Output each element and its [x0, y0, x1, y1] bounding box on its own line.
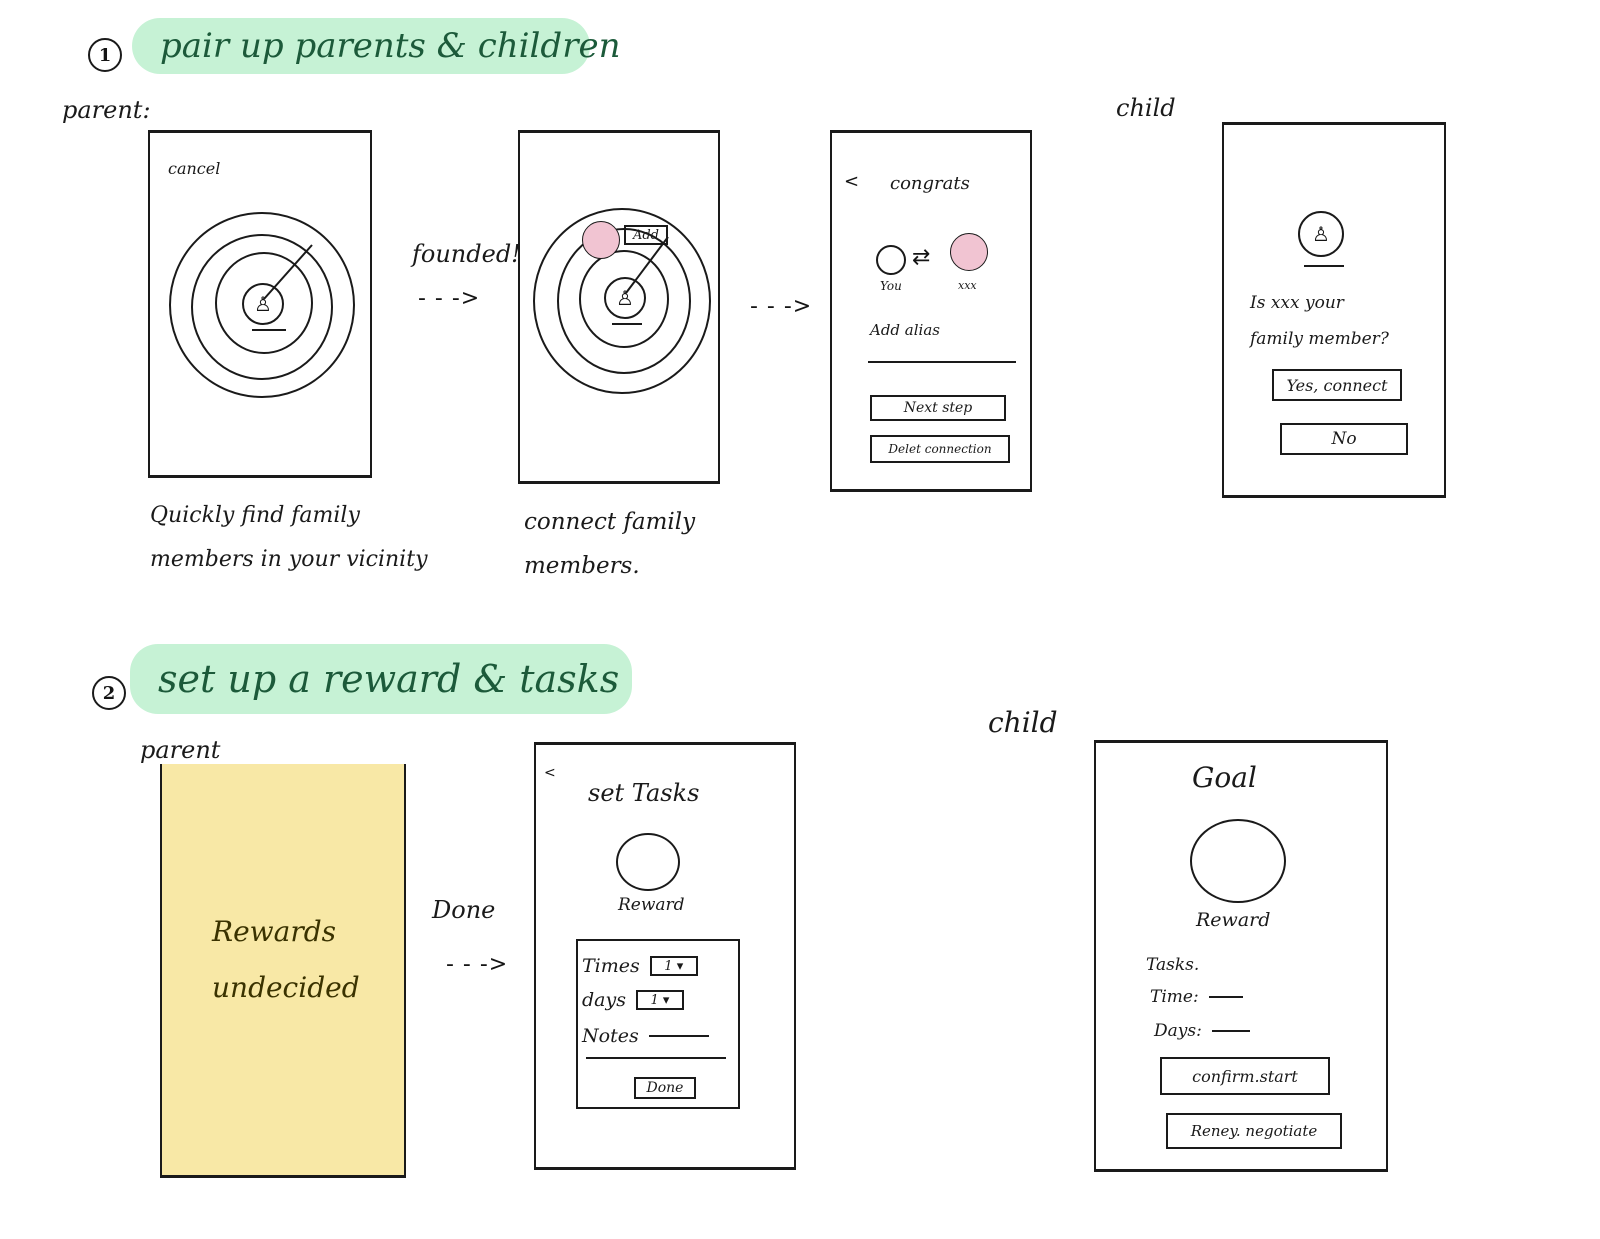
congrats-title: congrats — [890, 173, 970, 194]
flow-arrow-1: - - -> — [418, 286, 481, 311]
parent-label: parent: — [62, 96, 151, 124]
you-label: You — [880, 279, 902, 293]
child-label-2: child — [988, 706, 1058, 739]
flow-arrow-2: - - -> — [750, 294, 813, 319]
days-row: days 1 ▾ — [582, 989, 684, 1011]
user-underline — [252, 329, 286, 331]
yes-connect-button[interactable]: Yes, connect — [1272, 369, 1402, 401]
you-avatar — [876, 245, 906, 275]
next-step-button[interactable]: Next step — [870, 395, 1006, 421]
tasks-done-button[interactable]: Done — [634, 1077, 696, 1099]
arrow-done-label: Done — [432, 896, 496, 924]
parent-avatar-icon: ♙ — [1298, 211, 1344, 257]
screen-congrats: < congrats ⇄ You xxx Add alias Next step… — [830, 130, 1032, 492]
parent-label-2: parent — [140, 736, 221, 764]
found-member-avatar[interactable] — [582, 221, 620, 259]
screen-child-goal: Goal Reward Tasks. Time: Days: confirm.s… — [1094, 740, 1388, 1172]
link-arrows-icon: ⇄ — [912, 245, 931, 270]
radar-rings-found-icon — [533, 208, 711, 394]
screen-found-member: Add ♙ — [518, 130, 720, 484]
delete-connection-button[interactable]: Delet connection — [870, 435, 1010, 463]
user-location-icon: ♙ — [242, 283, 284, 325]
screen-child-confirm: ♙ Is xxx your family member? Yes, connec… — [1222, 122, 1446, 498]
screen-rewards-undecided: Rewards undecided — [160, 764, 406, 1178]
add-alias-label: Add alias — [870, 321, 940, 339]
notes-input[interactable] — [648, 1035, 709, 1037]
reward-label: Reward — [618, 895, 685, 915]
member-label: xxx — [958, 279, 977, 292]
goal-title: Goal — [1192, 761, 1257, 794]
reward-label: Reward — [1196, 909, 1271, 931]
flow-arrow-3: - - -> — [446, 952, 509, 977]
child-label: child — [1116, 94, 1176, 122]
member-avatar — [950, 233, 988, 271]
screen-set-tasks: < set Tasks Reward Times 1 ▾ days 1 ▾ No… — [534, 742, 796, 1170]
arrow-founded-label: founded! — [412, 240, 521, 268]
days-select[interactable]: 1 ▾ — [635, 990, 684, 1010]
tasks-label: Tasks. — [1146, 955, 1200, 975]
alias-input[interactable] — [868, 361, 1016, 363]
task-form: Times 1 ▾ days 1 ▾ Notes Done — [576, 939, 740, 1109]
back-icon[interactable]: < — [544, 765, 556, 781]
back-icon[interactable]: < — [844, 171, 860, 192]
days-value — [1211, 1030, 1250, 1032]
screen-2-caption: connect family members. — [524, 509, 696, 579]
time-row: Time: — [1150, 987, 1243, 1007]
times-select[interactable]: 1 ▾ — [649, 956, 698, 976]
section-2-title: set up a reward & tasks — [130, 644, 632, 714]
confirm-start-button[interactable]: confirm.start — [1160, 1057, 1330, 1095]
add-member-button[interactable]: Add — [624, 225, 668, 245]
user-location-icon: ♙ — [604, 277, 646, 319]
reward-image[interactable] — [616, 833, 680, 891]
notes-line — [586, 1057, 726, 1059]
rewards-undecided-text: Rewards undecided — [212, 915, 360, 1004]
days-row: Days: — [1154, 1021, 1250, 1041]
parent-name-line — [1304, 265, 1344, 267]
times-row: Times 1 ▾ — [582, 955, 698, 977]
renegotiate-button[interactable]: Reney. negotiate — [1166, 1113, 1342, 1149]
cancel-link[interactable]: cancel — [168, 159, 221, 178]
user-underline — [612, 323, 642, 325]
section-1-title: pair up parents & children — [132, 18, 620, 74]
no-button[interactable]: No — [1280, 423, 1408, 455]
section-2-number: 2 — [92, 676, 126, 710]
screen-radar-search: cancel ♙ — [148, 130, 372, 478]
section-1-number: 1 — [88, 38, 122, 72]
time-value — [1208, 996, 1243, 998]
reward-image — [1190, 819, 1286, 903]
confirm-question: Is xxx your family member? — [1250, 293, 1389, 349]
set-tasks-title: set Tasks — [588, 779, 700, 807]
notes-row: Notes — [582, 1025, 709, 1047]
screen-1-caption: Quickly find family members in your vici… — [150, 503, 428, 572]
